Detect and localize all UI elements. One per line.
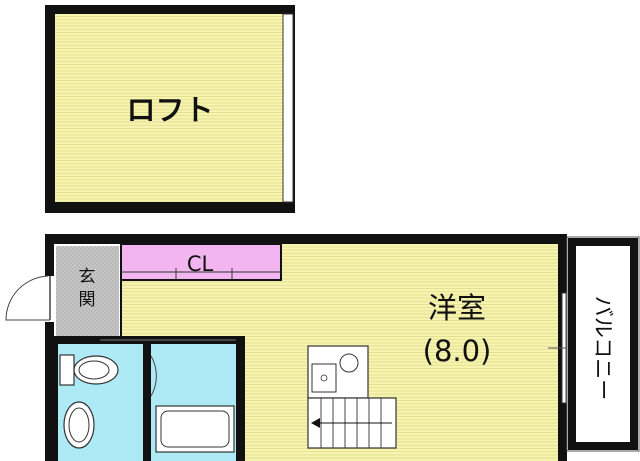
entrance-floor — [56, 246, 119, 336]
kitchen-sink — [307, 345, 369, 399]
balcony — [566, 236, 640, 452]
western-room-label: 洋室 — [428, 291, 486, 325]
staircase — [307, 397, 397, 449]
washbasin-icon — [63, 401, 95, 449]
western-room-size: (8.0) — [423, 334, 492, 368]
entrance-label-top: 玄 — [79, 267, 96, 287]
loft-room — [45, 5, 295, 213]
closet — [120, 243, 282, 281]
bathtub-icon — [155, 405, 235, 453]
loft-label: ロフト — [126, 93, 213, 127]
entry-door[interactable] — [5, 275, 56, 322]
closet-label: CL — [187, 252, 214, 276]
balcony-label: バルコニー — [591, 296, 615, 401]
entrance-label-bottom: 関 — [79, 290, 96, 310]
toilet-icon — [59, 354, 119, 386]
